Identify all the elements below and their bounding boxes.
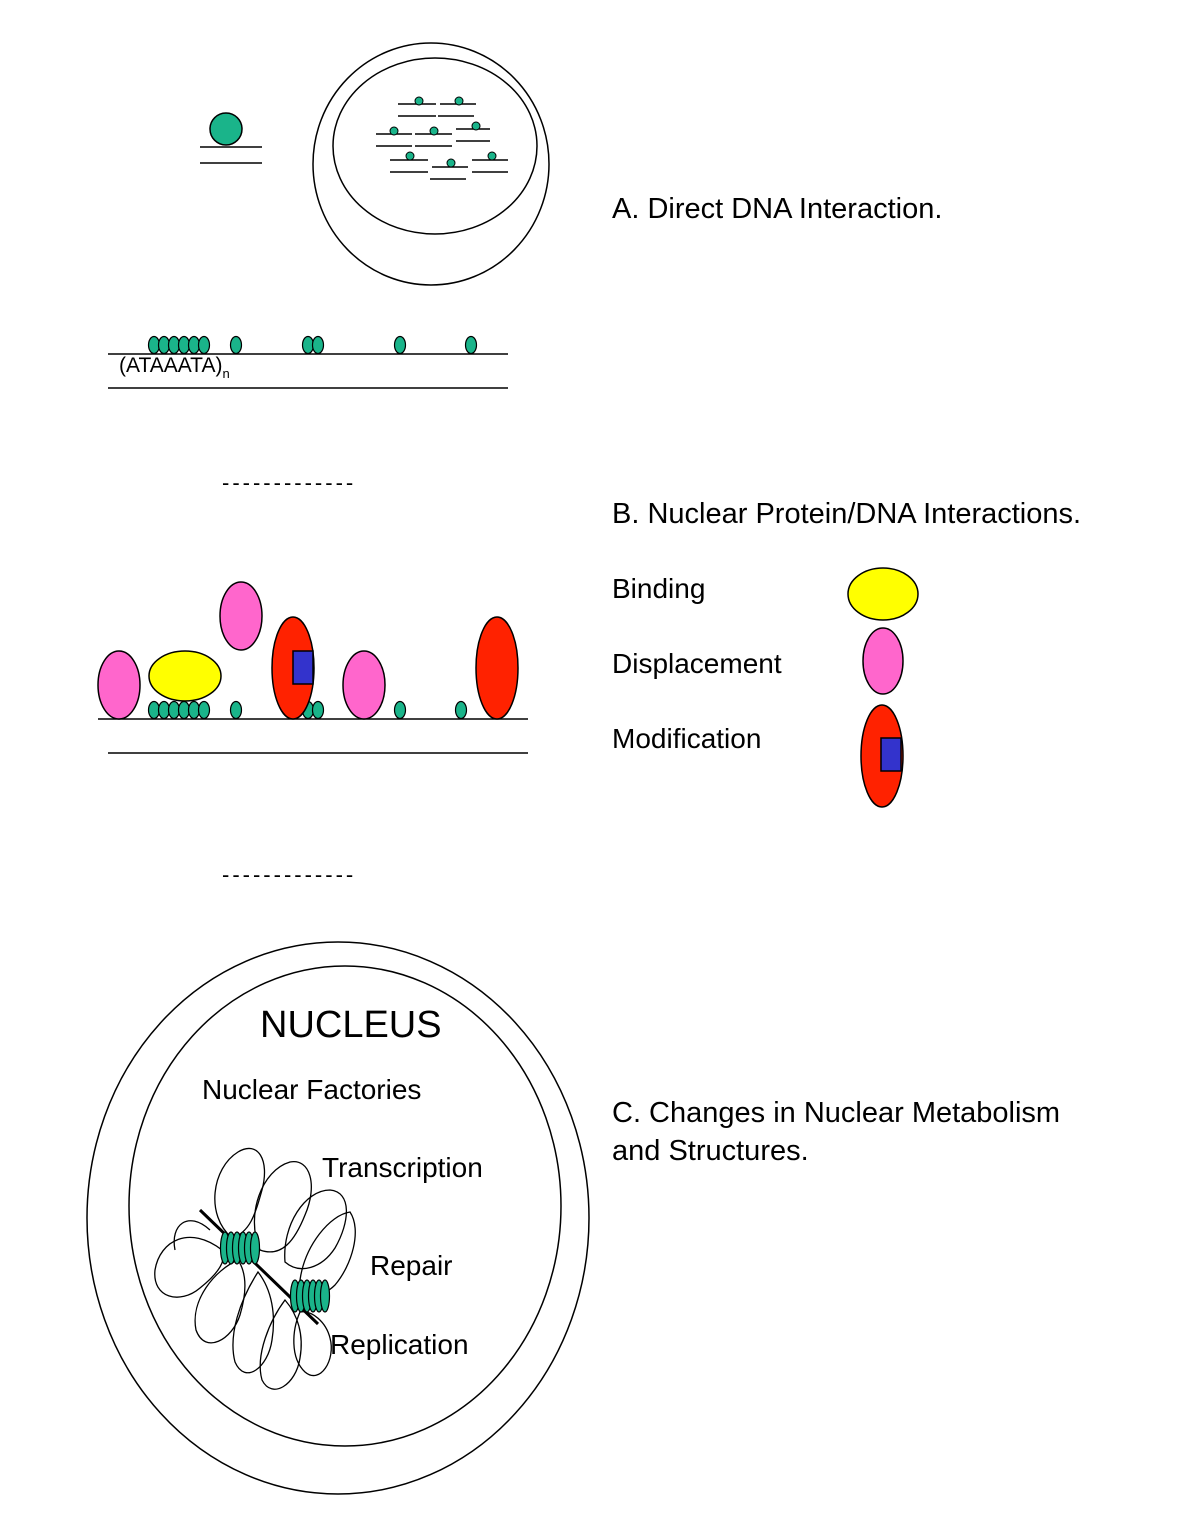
modification-protein-icon — [860, 704, 904, 808]
bead-icon — [471, 121, 481, 131]
displacement-protein-icon — [342, 650, 386, 720]
binding-protein-icon — [148, 650, 222, 702]
nuclear-beads — [389, 96, 497, 168]
dna-strand-a: (ATAAATA)n — [108, 335, 508, 389]
process-transcription: Transcription — [322, 1152, 483, 1183]
displacement-protein-icon — [97, 650, 141, 720]
legend-label-displacement: Displacement — [612, 648, 782, 679]
binding-protein-icon — [847, 567, 919, 621]
bead-icon — [393, 335, 407, 355]
cell-membrane — [312, 42, 550, 286]
process-repair: Repair — [370, 1250, 452, 1281]
bead-icon — [157, 700, 171, 720]
caption-c-line2: and Structures. — [612, 1135, 809, 1167]
bead-icon — [311, 335, 325, 355]
caption-a: A. Direct DNA Interaction. — [612, 193, 942, 225]
factories-label: Nuclear Factories — [202, 1074, 421, 1105]
bead-icon — [229, 700, 243, 720]
displacement-protein-icon — [219, 581, 263, 651]
sequence-label: (ATAAATA)n — [119, 354, 230, 381]
bead-icon — [157, 335, 171, 355]
displacement-protein-icon — [862, 627, 904, 695]
modification-protein-icon — [271, 616, 315, 720]
bead-icon — [301, 335, 315, 355]
modification-protein-icon — [475, 616, 519, 720]
nucleus-membrane — [128, 965, 562, 1447]
bead-icon — [405, 151, 415, 161]
bead-icon — [464, 335, 478, 355]
bead-icon — [249, 1231, 261, 1265]
separator: ------------- — [222, 470, 356, 495]
section-a: (ATAAATA)n A. Direct DNA Interaction. — [108, 42, 942, 389]
strand-beads — [147, 335, 478, 355]
factory-bead-clusters — [219, 1231, 331, 1313]
section-c: NUCLEUS Nuclear Factories Transcription … — [86, 941, 1060, 1495]
caption-b: B. Nuclear Protein/DNA Interactions. — [612, 498, 1081, 530]
bead-icon — [311, 700, 325, 720]
legend: Binding Displacement Modification — [612, 567, 919, 808]
bead-icon — [319, 1279, 331, 1313]
bead-icon — [429, 126, 439, 136]
caption-c-line1: C. Changes in Nuclear Metabolism — [612, 1097, 1060, 1129]
legend-label-modification: Modification — [612, 723, 761, 754]
bead-icon — [454, 96, 464, 106]
bead-icon — [147, 700, 161, 720]
bead-icon — [177, 335, 191, 355]
bead-icon — [147, 335, 161, 355]
nucleus-title: NUCLEUS — [260, 1004, 442, 1046]
bead-icon — [209, 112, 243, 146]
bead-icon — [454, 700, 468, 720]
bead-icon — [197, 700, 211, 720]
chromatin-loops — [154, 1147, 356, 1390]
legend-label-binding: Binding — [612, 573, 705, 604]
process-replication: Replication — [330, 1329, 469, 1360]
dna-fragments — [376, 103, 508, 180]
bead-icon — [187, 700, 201, 720]
bead-icon — [389, 126, 399, 136]
bead-icon — [229, 335, 243, 355]
bead-icon — [167, 335, 181, 355]
bead-icon — [446, 158, 456, 168]
cell-with-nucleus — [312, 42, 550, 286]
bound-bead-example — [200, 112, 262, 164]
bead-icon — [487, 151, 497, 161]
bead-icon — [414, 96, 424, 106]
section-b: B. Nuclear Protein/DNA Interactions. Bin… — [97, 498, 1081, 808]
bead-icon — [167, 700, 181, 720]
nucleus-membrane — [332, 57, 538, 235]
cell-membrane — [86, 941, 590, 1495]
bead-icon — [197, 335, 211, 355]
bead-icon — [187, 335, 201, 355]
bead-icon — [393, 700, 407, 720]
bead-icon — [177, 700, 191, 720]
separator: ------------- — [222, 862, 356, 887]
